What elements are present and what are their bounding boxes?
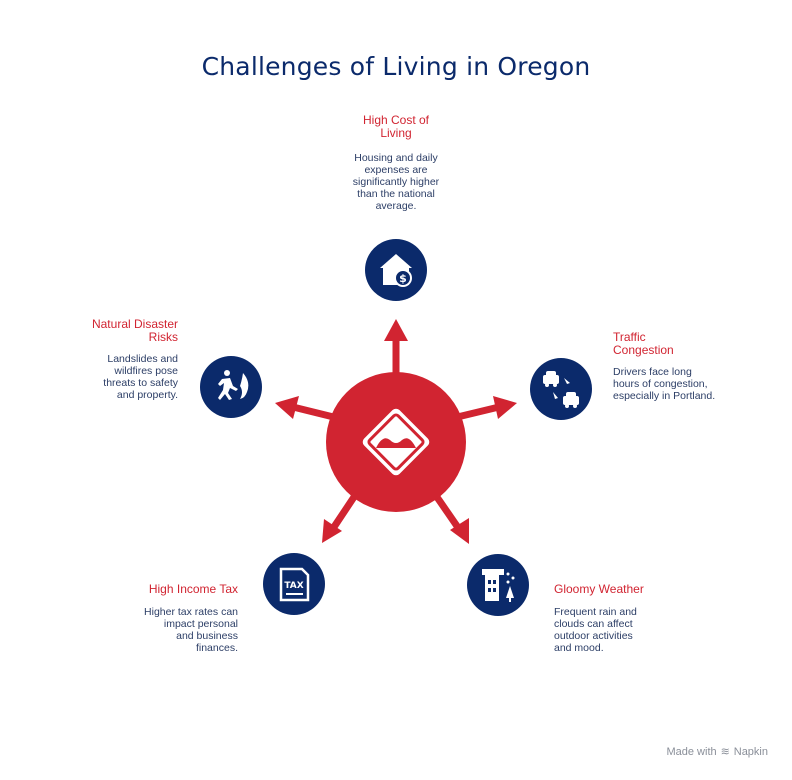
running-fire-icon bbox=[218, 370, 249, 400]
node-high-income-tax: TAX bbox=[263, 553, 325, 615]
description-natural-disaster-risks: Landslides and wildfires pose threats to… bbox=[103, 353, 178, 401]
house-dollar-icon: $ bbox=[380, 254, 412, 287]
watermark-made-with: Made with bbox=[666, 746, 717, 758]
svg-text:$: $ bbox=[399, 272, 407, 285]
description-gloomy-weather: Frequent rain and clouds can affect outd… bbox=[554, 606, 637, 654]
node-high-cost-of-living: $ bbox=[365, 239, 427, 301]
description-high-income-tax: Higher tax rates can impact personal and… bbox=[144, 606, 238, 654]
made-with-napkin-watermark: Made with ≋ Napkin bbox=[666, 745, 768, 758]
svg-text:TAX: TAX bbox=[284, 581, 303, 591]
label-traffic-congestion: Traffic Congestion bbox=[613, 330, 674, 357]
label-high-income-tax: High Income Tax bbox=[148, 582, 238, 596]
node-natural-disaster-risks bbox=[200, 356, 262, 418]
watermark-brand: Napkin bbox=[733, 746, 768, 758]
tax-document-icon: TAX bbox=[279, 567, 310, 602]
rainy-building-icon bbox=[482, 569, 515, 602]
label-gloomy-weather: Gloomy Weather bbox=[554, 582, 644, 596]
label-natural-disaster-risks: Natural Disaster Risks bbox=[91, 317, 178, 344]
napkin-logo-icon: ≋ bbox=[720, 746, 730, 758]
description-traffic-congestion: Drivers face long hours of congestion, e… bbox=[613, 366, 716, 402]
node-traffic-congestion bbox=[530, 358, 592, 420]
center-hub bbox=[326, 372, 466, 512]
description-high-cost-of-living: Housing and daily expenses are significa… bbox=[352, 152, 440, 212]
road-bump-sign-icon bbox=[362, 408, 430, 476]
cars-icon bbox=[543, 371, 579, 408]
node-gloomy-weather bbox=[467, 554, 529, 616]
page-title: Challenges of Living in Oregon bbox=[201, 52, 591, 81]
label-high-cost-of-living: High Cost of Living bbox=[362, 113, 430, 140]
